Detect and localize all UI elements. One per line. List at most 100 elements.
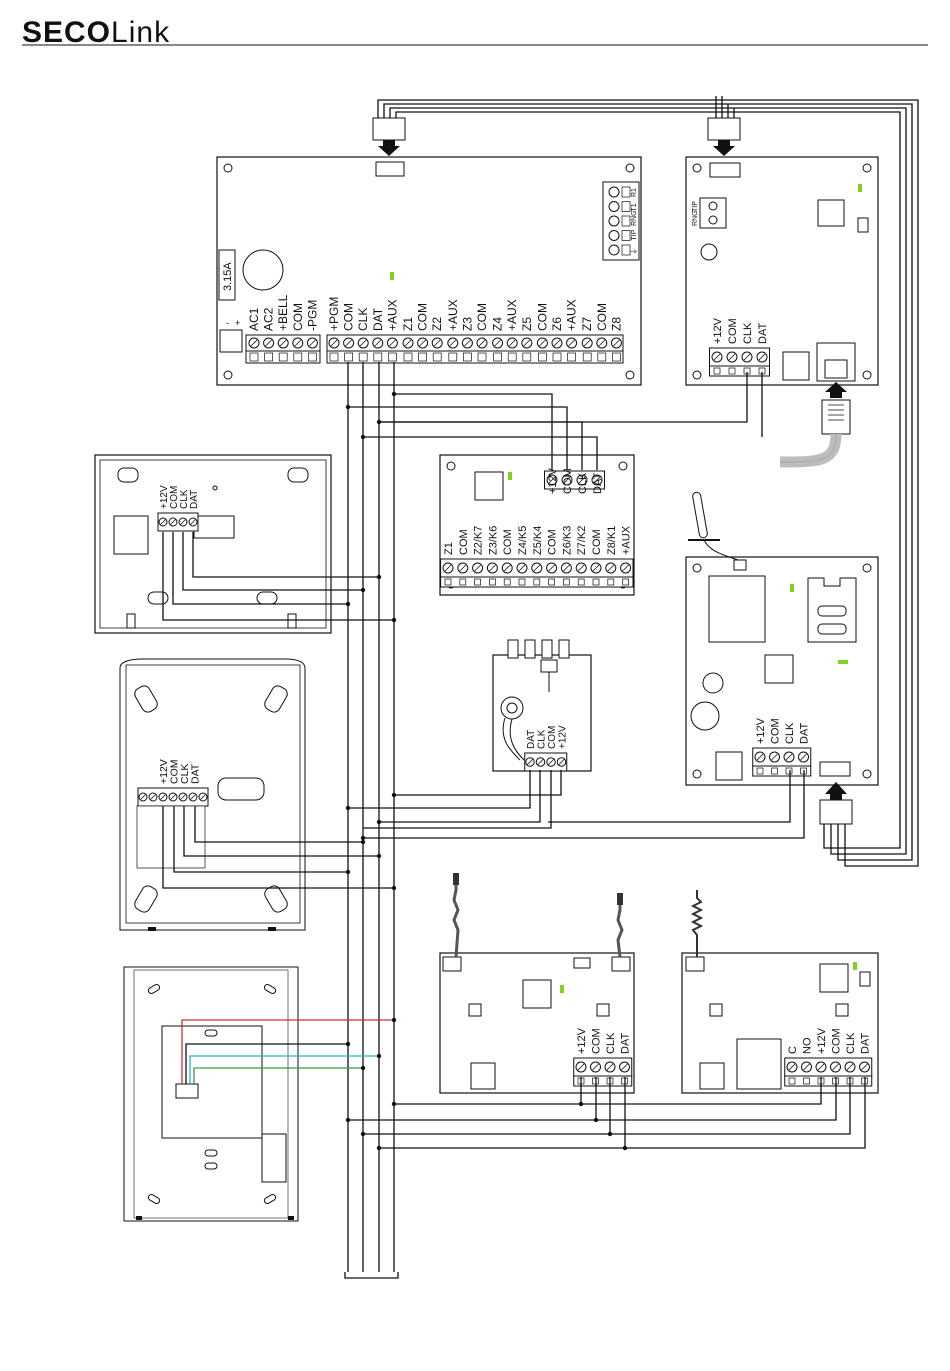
sim-holder (807, 577, 857, 643)
usb-port (715, 751, 743, 781)
siren-post (507, 639, 519, 659)
terminal-screw (608, 244, 620, 256)
mount-hole (692, 769, 702, 779)
wire-junction (376, 1053, 382, 1059)
antenna-terminal (442, 956, 462, 972)
piezo-wire (509, 718, 525, 761)
terminal-label: +12V (755, 717, 767, 744)
terminal-label: COM (727, 318, 739, 344)
wire-junction (376, 574, 382, 580)
bus-wire (379, 372, 748, 423)
bus-wire (363, 436, 598, 470)
wire-junction (391, 1017, 397, 1023)
screw-slot (359, 339, 367, 347)
screw-slot (159, 793, 167, 801)
bus-socket (709, 162, 741, 178)
bus-wire (162, 532, 394, 621)
terminal-label: DAT (190, 763, 202, 784)
telephone-cable (779, 433, 842, 468)
screw-slot (592, 564, 600, 572)
terminal-block (326, 334, 624, 352)
screw-slot (449, 339, 457, 347)
terminal-label: +12V (158, 759, 170, 784)
screw-slot (607, 564, 615, 572)
status-led (858, 184, 862, 192)
siren-board (492, 654, 592, 772)
terminal-pin (448, 352, 458, 362)
terminal-screw (708, 215, 718, 225)
terminal-pin (522, 352, 532, 362)
terminal-pin (358, 352, 368, 362)
button (596, 1003, 610, 1017)
screw-slot (503, 564, 511, 572)
capacitor-large (690, 701, 720, 731)
antenna-tip (617, 893, 623, 905)
telephone-cable-outline (779, 433, 837, 463)
bus-wire (395, 111, 901, 849)
relay (736, 1038, 782, 1090)
screw-slot (800, 753, 807, 761)
terminal-label: C (787, 1046, 799, 1054)
terminal-label: COM (291, 303, 305, 331)
reader-cavity (161, 1025, 263, 1139)
terminal-pin (344, 352, 353, 362)
wire-junction (391, 792, 397, 798)
bus-socket (819, 761, 851, 777)
screw-slot (199, 793, 207, 801)
header: SECOLink (22, 16, 928, 49)
terminal-label: +12V (712, 317, 724, 344)
status-led (560, 985, 564, 993)
button (468, 1003, 482, 1017)
terminal-pin (507, 352, 517, 362)
terminal-pin (373, 352, 383, 362)
screw-slot (523, 339, 531, 347)
terminal-label: +AUX (505, 299, 519, 331)
terminal-label: +BELL (276, 294, 290, 331)
mount-slot (287, 467, 309, 483)
keypad-small-connector (193, 515, 235, 539)
screw-slot (577, 1063, 585, 1071)
mount-hole (223, 370, 233, 380)
terminal-screw (608, 201, 620, 212)
terminal-label: +12V (159, 485, 170, 509)
insert-arrow (713, 140, 735, 156)
wire-junction (391, 885, 397, 891)
terminal-label: CLK (356, 308, 370, 331)
bus-connector-plugs (372, 117, 741, 156)
terminal-label: CLK (537, 729, 548, 749)
bus-wire (389, 107, 907, 855)
wire-junction (345, 1041, 351, 1047)
mount-slot (134, 685, 158, 713)
screw-slot (526, 758, 534, 766)
power-polarity-minus: - (226, 318, 229, 328)
bus-wire (193, 1067, 363, 1084)
tel-terminal-label: ⏚ (630, 248, 638, 255)
screw-slot (592, 1063, 599, 1071)
screw-slot (389, 339, 396, 347)
terminal-pin (308, 352, 317, 362)
terminal-label: Z1 (401, 317, 415, 331)
foot (268, 927, 276, 931)
reader-inner (133, 969, 289, 1219)
terminal-label: COM (591, 529, 603, 555)
bus-wire (185, 1043, 348, 1084)
terminal-pin (607, 578, 615, 586)
screw-slot (577, 564, 585, 572)
screw-slot (861, 1063, 868, 1071)
terminal-label: CLK (179, 489, 190, 509)
screw-slot (518, 564, 526, 572)
screw-slot (345, 339, 352, 347)
terminal-label: COM (475, 303, 489, 331)
usb-port (470, 1062, 496, 1090)
terminal-label: AC2 (262, 307, 276, 331)
screw-slot (846, 1063, 854, 1071)
screw-slot (159, 518, 167, 526)
wire-junction (345, 869, 351, 875)
bus-wire (173, 806, 348, 873)
terminal-label: COM (169, 486, 180, 509)
terminal-pin (577, 578, 585, 586)
line-label-rng: RNG (692, 210, 699, 226)
screw-slot (265, 339, 272, 347)
